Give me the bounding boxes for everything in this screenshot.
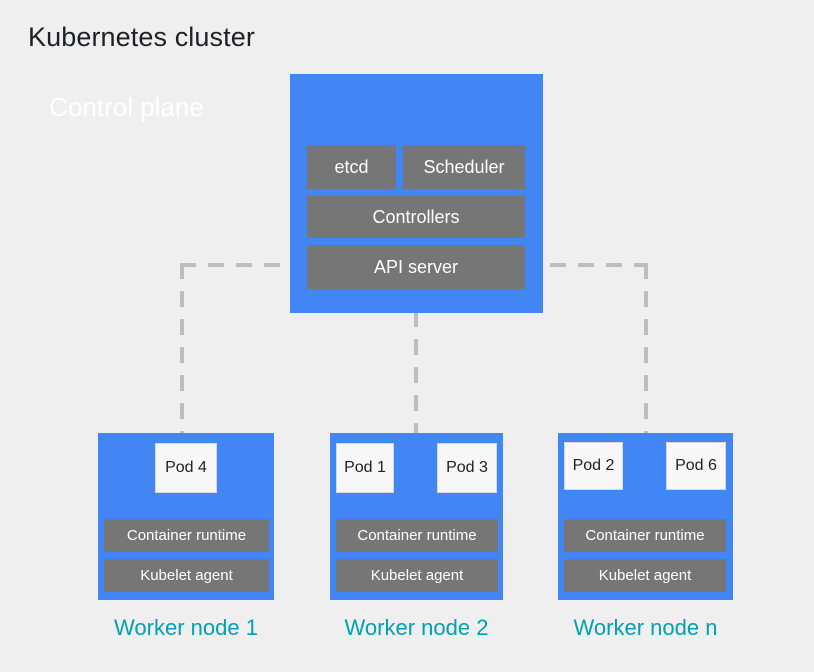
worker-node-2-caption: Worker node 2 xyxy=(344,615,489,640)
pod-4[interactable]: Pod 4 xyxy=(155,443,217,493)
worker-node-n-container-runtime[interactable]: Container runtime xyxy=(564,519,726,552)
pod-3[interactable]: Pod 3 xyxy=(437,443,497,493)
worker-node-n-kubelet-agent[interactable]: Kubelet agent xyxy=(564,559,726,592)
worker-node-1-kubelet-agent[interactable]: Kubelet agent xyxy=(104,559,269,592)
worker-node-1-container-runtime[interactable]: Container runtime xyxy=(104,519,269,552)
pod-2[interactable]: Pod 2 xyxy=(564,442,623,490)
control-plane-component-etcd[interactable]: etcd xyxy=(307,145,396,189)
control-plane-component-api-server[interactable]: API server xyxy=(307,245,525,289)
connector-apiserver-to-node2-vertical xyxy=(414,311,418,435)
page-title: Kubernetes cluster xyxy=(28,22,255,52)
control-plane-component-controllers[interactable]: Controllers xyxy=(307,196,525,238)
control-plane-component-scheduler[interactable]: Scheduler xyxy=(403,145,525,189)
worker-node-2-kubelet-agent[interactable]: Kubelet agent xyxy=(336,559,498,592)
connector-apiserver-to-noden-horizontal xyxy=(522,263,648,267)
worker-node-2-container-runtime[interactable]: Container runtime xyxy=(336,519,498,552)
pod-6[interactable]: Pod 6 xyxy=(666,442,726,490)
connector-apiserver-to-node1-vertical xyxy=(180,263,184,435)
worker-node-n-caption: Worker node n xyxy=(573,615,718,640)
worker-node-1-caption: Worker node 1 xyxy=(114,615,258,640)
connector-apiserver-to-noden-vertical xyxy=(644,263,648,435)
connector-apiserver-to-node1-horizontal xyxy=(180,263,310,267)
control-plane-title: Control plane xyxy=(49,92,204,122)
pod-1[interactable]: Pod 1 xyxy=(336,443,394,493)
